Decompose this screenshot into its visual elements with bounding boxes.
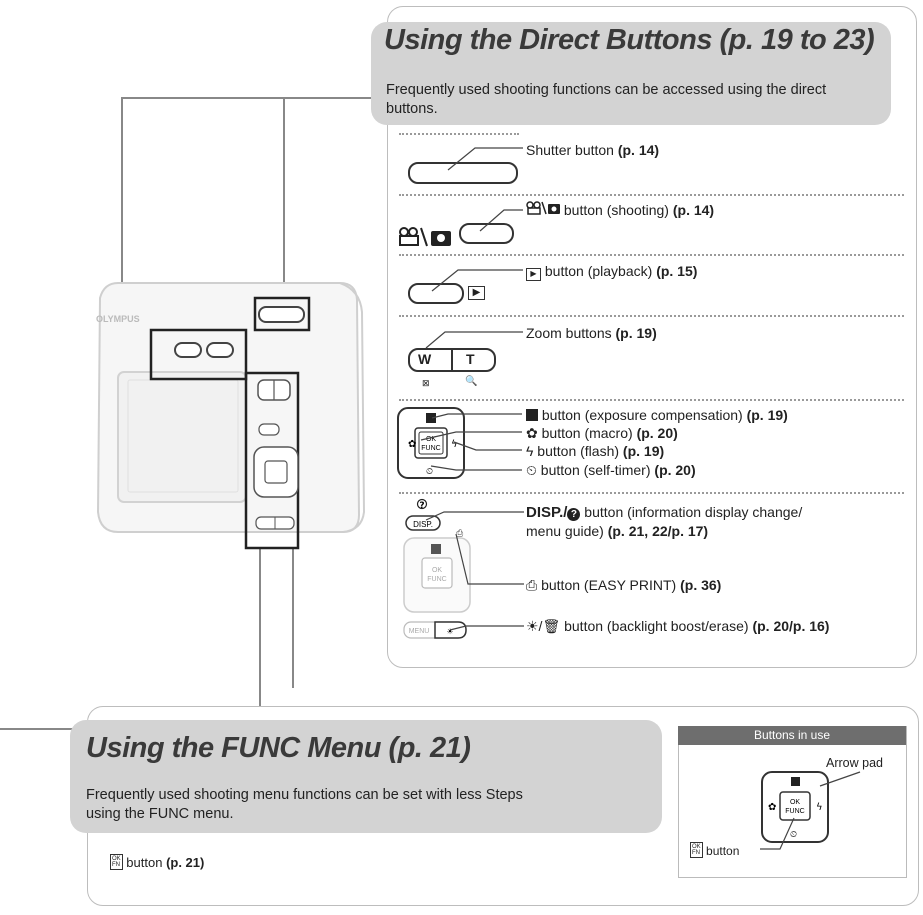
flash-button-label: ϟ button (flash) (p. 19)	[526, 443, 665, 459]
exposure-icon	[526, 409, 538, 421]
direct-buttons-intro: Frequently used shooting functions can b…	[386, 82, 827, 117]
zoom-divider	[451, 348, 453, 371]
connector-line	[121, 97, 123, 450]
svg-text:MENU: MENU	[409, 628, 430, 635]
divider	[399, 315, 904, 317]
disp-button-label: DISP./? button (information display chan…	[526, 504, 803, 539]
func-menu-title: Using the FUNC Menu (p. 21)	[86, 732, 471, 764]
magnify-icon: 🔍	[465, 376, 478, 387]
zoom-wide-label: W	[418, 351, 432, 367]
connector-line	[259, 548, 261, 728]
arrow-pad-small-illustration: OK FUNC ✿ ϟ ⏲	[760, 771, 861, 850]
print-icon: ⎙	[526, 577, 538, 593]
arrow-pad-illustration: OK FUNC ✿ ϟ ⏲	[397, 407, 522, 479]
divider	[399, 194, 904, 196]
movie-shooting-button-label: button (shooting) (p. 14)	[526, 201, 714, 219]
macro-button-label: ✿ button (macro) (p. 20)	[526, 425, 678, 441]
svg-text:ϟ: ϟ	[451, 439, 458, 450]
buttons-in-use-header: Buttons in use	[678, 726, 906, 745]
svg-text:⏲: ⏲	[790, 830, 797, 840]
svg-text:⏲: ⏲	[426, 467, 433, 477]
divider	[399, 399, 904, 401]
zoom-buttons-label: Zoom buttons (p. 19)	[526, 325, 657, 341]
playback-button-illustration	[408, 283, 464, 304]
exposure-button-label: button (exposure compensation) (p. 19)	[526, 406, 788, 424]
connector-line	[121, 97, 371, 99]
func-menu-intro: Frequently used shooting menu functions …	[86, 787, 523, 822]
playback-icon: ▶	[526, 268, 541, 281]
flash-icon: ϟ	[526, 443, 534, 459]
movie-camera-icon	[526, 201, 560, 219]
divider	[399, 133, 519, 135]
connector-line	[283, 97, 285, 327]
svg-text:OK: OK	[790, 799, 800, 806]
backlight-erase-icon: ☀/🗑	[526, 618, 561, 634]
divider	[399, 492, 904, 494]
divider	[399, 254, 904, 256]
svg-text:DISP.: DISP.	[413, 520, 433, 529]
print-button-label: ⎙ button (EASY PRINT) (p. 36)	[526, 577, 722, 593]
rear-controls-illustration: ? DISP. ⎙ OK FUNC MENU ☀	[403, 498, 524, 639]
macro-flower-icon: ✿	[526, 425, 538, 441]
func-menu-header	[70, 720, 662, 833]
shutter-button-label: Shutter button (p. 14)	[526, 142, 660, 158]
camera-brand: OLYMPUS	[96, 314, 140, 324]
selftimer-icon: ⏲	[526, 462, 537, 478]
svg-text:OK: OK	[432, 567, 442, 574]
svg-text:✿: ✿	[768, 802, 776, 813]
playback-button-label: ▶ button (playback) (p. 15)	[526, 262, 697, 281]
selftimer-button-label: ⏲ button (self-timer) (p. 20)	[526, 462, 696, 478]
svg-text:ϟ: ϟ	[816, 802, 823, 813]
svg-text:☀: ☀	[446, 627, 453, 636]
svg-text:FUNC: FUNC	[427, 576, 446, 583]
movie-camera-icon	[399, 227, 451, 247]
shutter-button-illustration	[408, 162, 518, 184]
playback-icon: ▶	[468, 286, 485, 300]
connector-line	[292, 548, 294, 688]
arrow-pad-label: Arrow pad	[826, 756, 883, 770]
direct-buttons-header	[371, 22, 891, 125]
svg-text:FUNC: FUNC	[785, 808, 804, 815]
movie-shooting-button-illustration	[459, 223, 514, 244]
menu-guide-icon: ?	[567, 508, 581, 521]
svg-text:OK: OK	[426, 436, 436, 443]
backlight-button-label: ☀/🗑 button (backlight boost/erase) (p. 2…	[526, 618, 830, 634]
svg-text:?: ?	[419, 501, 424, 511]
direct-buttons-title: Using the Direct Buttons (p. 19 to 23)	[384, 24, 875, 56]
svg-text:✿: ✿	[408, 439, 416, 450]
zoom-tele-label: T	[466, 351, 475, 367]
svg-text:⎙: ⎙	[456, 529, 464, 539]
svg-text:FUNC: FUNC	[421, 445, 440, 452]
index-icon: ⊠	[422, 378, 430, 388]
